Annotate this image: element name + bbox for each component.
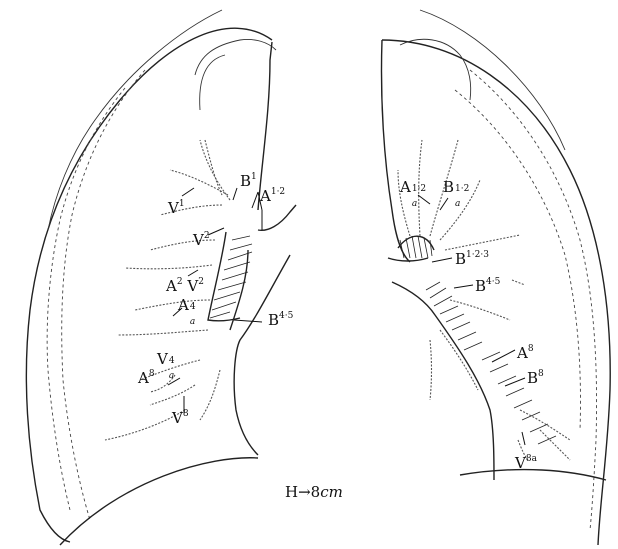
label-A8-right: A8 — [517, 345, 534, 361]
left-image-apex-inner — [258, 42, 272, 210]
right-image-apex-inner — [381, 40, 410, 262]
label-B8: B8 — [527, 370, 544, 386]
left-image-clavicle — [195, 39, 276, 75]
label-A8-left: A8 — [138, 370, 155, 386]
left-image-hilum-border — [234, 255, 290, 455]
left-image-lung-inner-rib-1 — [48, 10, 222, 230]
left-image-clavicle-2 — [200, 55, 225, 110]
right-image-diaphragm — [460, 470, 606, 480]
label-B123: B1·2·3 — [455, 251, 489, 267]
label-V8-right: V8a — [515, 455, 537, 471]
left-image-lung-rib-dashes — [47, 88, 125, 510]
left-image-diaphragm — [60, 458, 258, 545]
label-pointers — [168, 188, 525, 445]
figure-caption: H→8cm — [285, 483, 343, 501]
label-A12: A1·2 — [260, 188, 285, 204]
label-B45-right: B4·5 — [475, 278, 500, 294]
right-image-heart-border — [392, 282, 494, 480]
left-image-lung-rib-dashes-2 — [62, 70, 145, 520]
label-B1: B1 — [240, 173, 257, 189]
label-A2-V2: A2 V2 — [166, 278, 204, 294]
right-image-lung-inner-1 — [420, 10, 565, 150]
right-image-hilum-shading — [398, 236, 556, 444]
label-V1: V1 — [168, 200, 185, 216]
left-image-mediastinum — [258, 205, 296, 230]
label-B45-left: B4·5 — [268, 312, 293, 328]
label-V2: V2 — [193, 232, 210, 248]
label-V8-left: V8 — [172, 410, 189, 426]
